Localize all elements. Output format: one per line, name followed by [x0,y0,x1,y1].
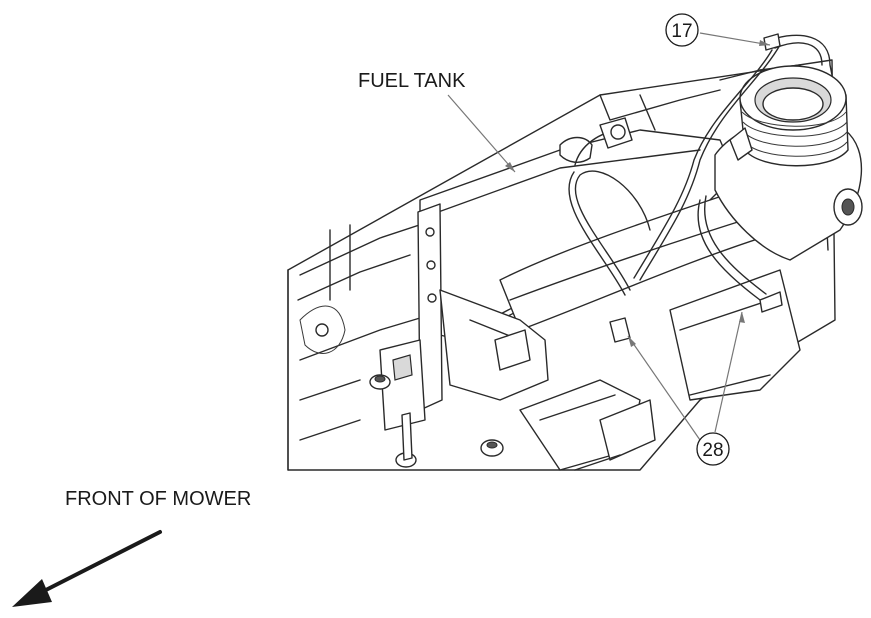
callout-17: 17 [665,13,699,47]
mounting-bracket [379,203,549,431]
leader-lines [447,32,771,441]
callout-28: 28 [696,432,730,466]
callout-17-number: 17 [671,21,692,42]
hose-clamp-17 [763,33,781,51]
lower-mechanism [519,379,656,471]
hose-clamp-28-right [759,291,783,313]
callout-28-number: 28 [702,440,723,461]
fuel-tank-label: FUEL TANK [358,70,466,92]
frame-bolts [369,374,504,468]
front-of-mower-label: FRONT OF MOWER [65,488,251,510]
fuel-fitting [599,117,633,149]
fuel-tank-body [419,129,771,341]
fuel-filler-neck [714,65,863,261]
arrow-down-left-icon [12,530,162,607]
fuel-hoses [568,34,833,301]
